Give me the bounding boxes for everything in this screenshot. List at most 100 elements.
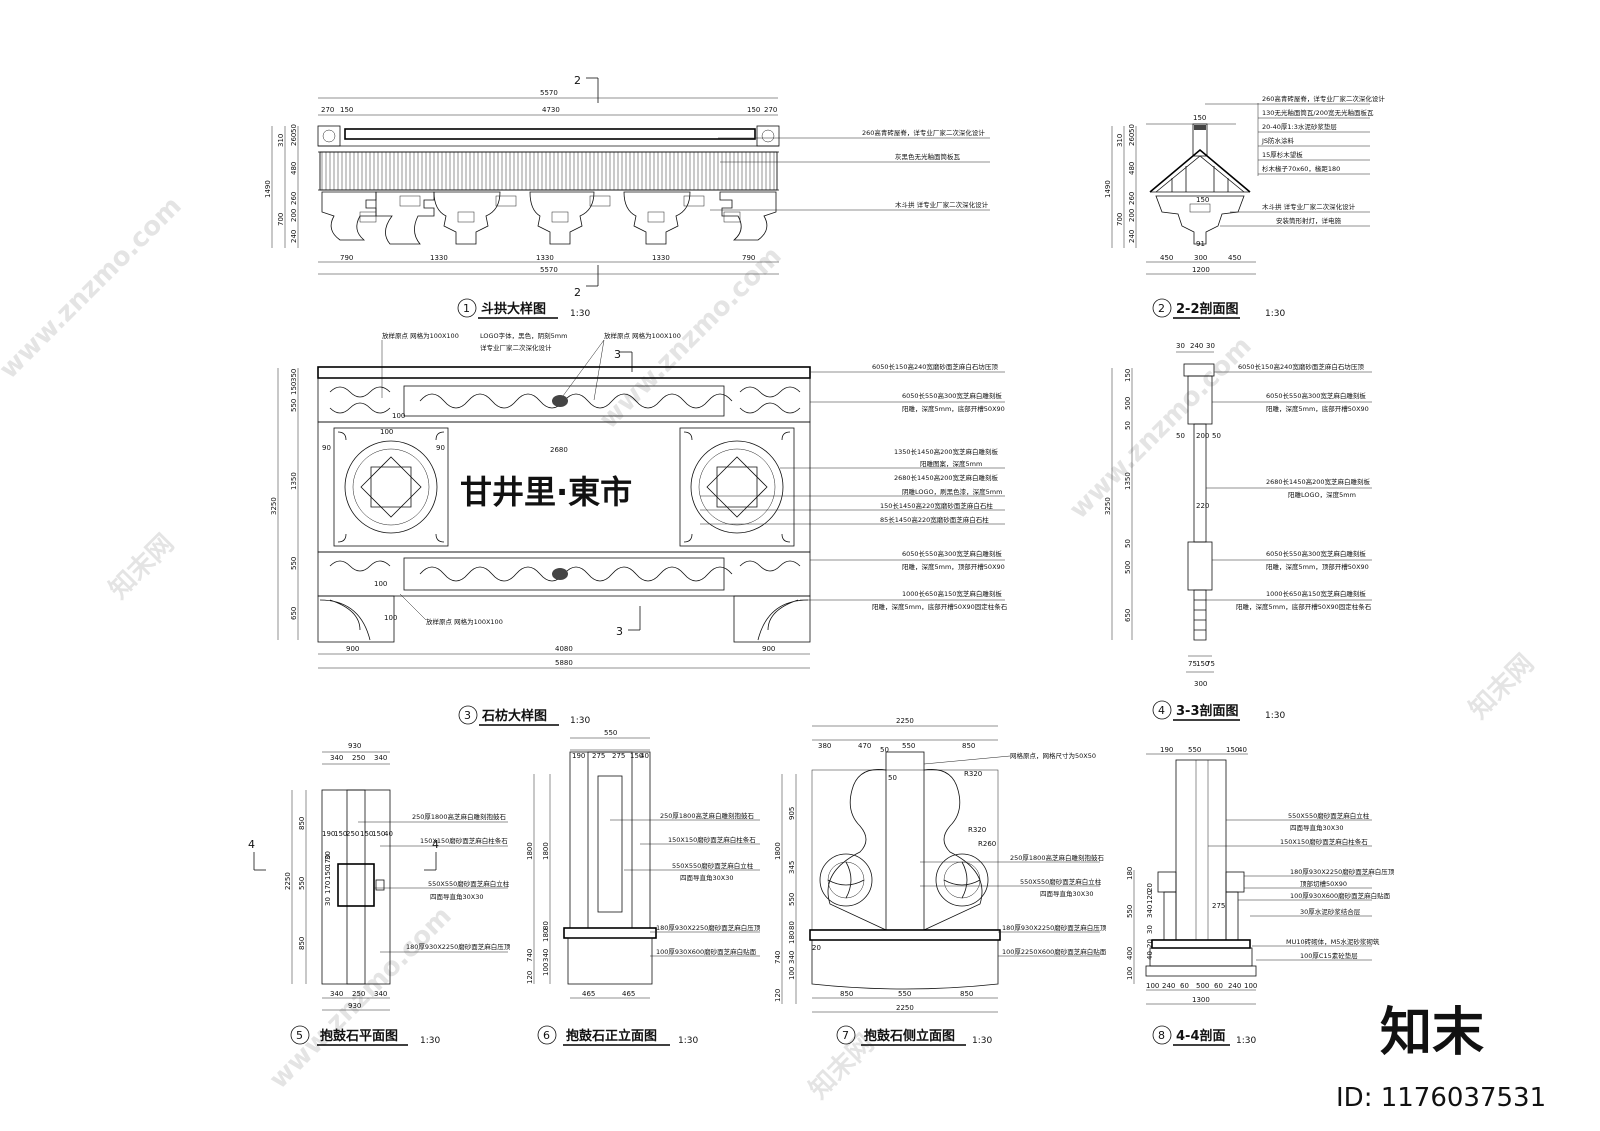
- bracket-row: [321, 191, 777, 245]
- note-text: 杉木椽子70x60，椽距180: [1262, 164, 1340, 173]
- dim-label: 90: [436, 444, 445, 452]
- dim-label: 150: [290, 382, 298, 395]
- dim-label: 550: [604, 729, 617, 737]
- dim-label: 550: [1188, 746, 1201, 754]
- dim-label: 340: [542, 949, 550, 962]
- dim-label: R320: [968, 826, 986, 834]
- watermark-text: 知末网: [104, 529, 180, 605]
- note-text: 550X550磨砂面芝麻白立柱: [428, 879, 510, 888]
- dim-label: 180: [788, 931, 796, 944]
- note-text: 6050长550高300宽芝麻白雕刻板: [1266, 549, 1366, 558]
- dim-label: 850: [960, 990, 973, 998]
- dim-label: 340: [330, 990, 343, 998]
- dim-label: 90: [322, 444, 331, 452]
- dim-label: 550: [788, 893, 796, 906]
- dim-label: 350: [290, 369, 298, 382]
- dim-label: 75: [1206, 660, 1215, 668]
- note-text: 木斗拱 详专业厂家二次深化设计: [1262, 202, 1356, 211]
- note-text: 阳雕图案，深度5mm: [920, 459, 982, 468]
- dim-label: 500: [1124, 397, 1132, 410]
- dim-label: 850: [298, 937, 306, 950]
- note-stack: 250厚1800高芝麻白雕刻抱鼓石 150X150磨砂面芝麻白柱条石 550X5…: [358, 812, 511, 953]
- note-text: 四面导直角30X30: [1290, 823, 1344, 832]
- dim-label: 150: [324, 867, 332, 880]
- note-text: 放样原点 网格为100X100: [604, 331, 681, 340]
- note-text: 6050长550高300宽芝麻白雕刻板: [902, 549, 1002, 558]
- dim-label: 2250: [284, 872, 292, 890]
- dim-label: 150: [340, 106, 353, 114]
- view-title-text: 石枋大样图: [481, 708, 547, 724]
- dim-label: 1330: [536, 254, 554, 262]
- dim-label: 180: [1126, 867, 1134, 880]
- note-text: LOGO字体，黑色，阴刻5mm: [480, 331, 567, 340]
- dim-label: 240: [1190, 342, 1203, 350]
- dim-label: 1490: [1104, 180, 1112, 198]
- note-text: 150X150磨砂面芝麻白柱条石: [420, 836, 508, 845]
- view-title: 1 斗拱大样图 1:30: [457, 298, 590, 319]
- note-text: 阳雕，深度5mm，顶部开槽50X90: [1266, 562, 1369, 571]
- dim-label: 550: [298, 877, 306, 890]
- dim-label: 340: [788, 951, 796, 964]
- dim-label: 270: [321, 106, 334, 114]
- dim-label: R260: [978, 840, 996, 848]
- dim-label: 100: [374, 580, 387, 588]
- note-text: 100厚C15素砼垫层: [1300, 951, 1358, 960]
- dim-label: 50: [1128, 124, 1136, 133]
- dim-label: 3250: [1104, 497, 1112, 515]
- note-text: 260高青砖屋脊，详专业厂家二次深化设计: [862, 128, 985, 137]
- dim-label: 700: [1116, 213, 1124, 226]
- dim-label: 340: [330, 754, 343, 762]
- note-stack: 250厚1800高芝麻白雕刻抱鼓石 550X550磨砂面芝麻白立柱 四面导直角3…: [920, 853, 1107, 957]
- view-title-text: 3-3剖面图: [1176, 703, 1239, 719]
- dim-label: 700: [277, 213, 285, 226]
- dim-label: 1490: [264, 180, 272, 198]
- note-text: 150长1450高220宽磨砂面芝麻白石柱: [880, 501, 993, 510]
- dim-label: 930: [348, 1002, 361, 1010]
- dim-label: 200: [290, 209, 298, 222]
- brand-logo: 知末: [1380, 1003, 1484, 1063]
- watermark-text: 知末网: [1464, 649, 1540, 725]
- note-stack: 6050长150高240宽磨砂面芝麻白石坊压顶 6050长550高300宽芝麻白…: [1206, 362, 1372, 611]
- view-number: 2: [1158, 302, 1165, 315]
- dim-label: 20: [1146, 939, 1154, 948]
- note-text: 85长1450高220宽磨砂面芝麻白石柱: [880, 515, 989, 524]
- dim-label: 380: [818, 742, 831, 750]
- view-title: 4 3-3剖面图 1:30: [1152, 700, 1285, 721]
- note-text: 网格原点，网格尺寸为50X50: [1010, 751, 1096, 760]
- dim-label: 91: [1196, 240, 1205, 248]
- dim-label: 240: [1228, 982, 1241, 990]
- dim-label: 260: [1128, 192, 1136, 205]
- view-4-section-3-3: 30 240 30 150 500 50 1350 3250 50 500 65…: [1104, 342, 1372, 721]
- view-scale: 1:30: [1236, 1036, 1256, 1046]
- dim-label: 100: [788, 967, 796, 980]
- note-text: 20-40厚1:3水泥砂浆垫层: [1262, 122, 1337, 131]
- note-text: 6050长150高240宽磨砂面芝麻白石坊压顶: [1238, 362, 1364, 371]
- view-title: 2 2-2剖面图 1:30: [1152, 298, 1285, 319]
- view-number: 4: [1158, 704, 1165, 717]
- dim-label: 310: [1116, 134, 1124, 147]
- dim-label: 150: [1226, 746, 1239, 754]
- dim-label: 550: [898, 990, 911, 998]
- dim-label: 100: [542, 963, 550, 976]
- note-stack: 550X550磨砂面芝麻白立柱 四面导直角30X30 150X150磨砂面芝麻白…: [1208, 811, 1395, 961]
- note-text: 550X550磨砂面芝麻白立柱: [1020, 877, 1102, 886]
- dim-label: 1200: [1192, 266, 1210, 274]
- view-scale: 1:30: [1265, 309, 1285, 319]
- dim-label: 275: [612, 752, 625, 760]
- dim-label: 260: [1128, 133, 1136, 146]
- dim-label: 150: [1193, 114, 1206, 122]
- dim-label: R320: [964, 770, 982, 778]
- dim-label: 150: [1124, 369, 1132, 382]
- dim-label: 60: [1180, 982, 1189, 990]
- note-text: 180厚930X2250磨砂面芝麻白压顶: [1290, 867, 1395, 876]
- view-2-section-2-2: 150 310 50 260 480 1490 260 200 700 240 …: [1104, 94, 1385, 319]
- dim-label: 275: [1212, 902, 1225, 910]
- note-text: 550X550磨砂面芝麻白立柱: [672, 861, 754, 870]
- dim-label: 480: [290, 162, 298, 175]
- dim-label: 400: [1126, 947, 1134, 960]
- dim-label: 1800: [542, 842, 550, 860]
- section-mark-label: 4: [248, 838, 255, 851]
- dim-label: 100: [1244, 982, 1257, 990]
- note-text: 阳雕LOGO，深度5mm: [1288, 490, 1356, 499]
